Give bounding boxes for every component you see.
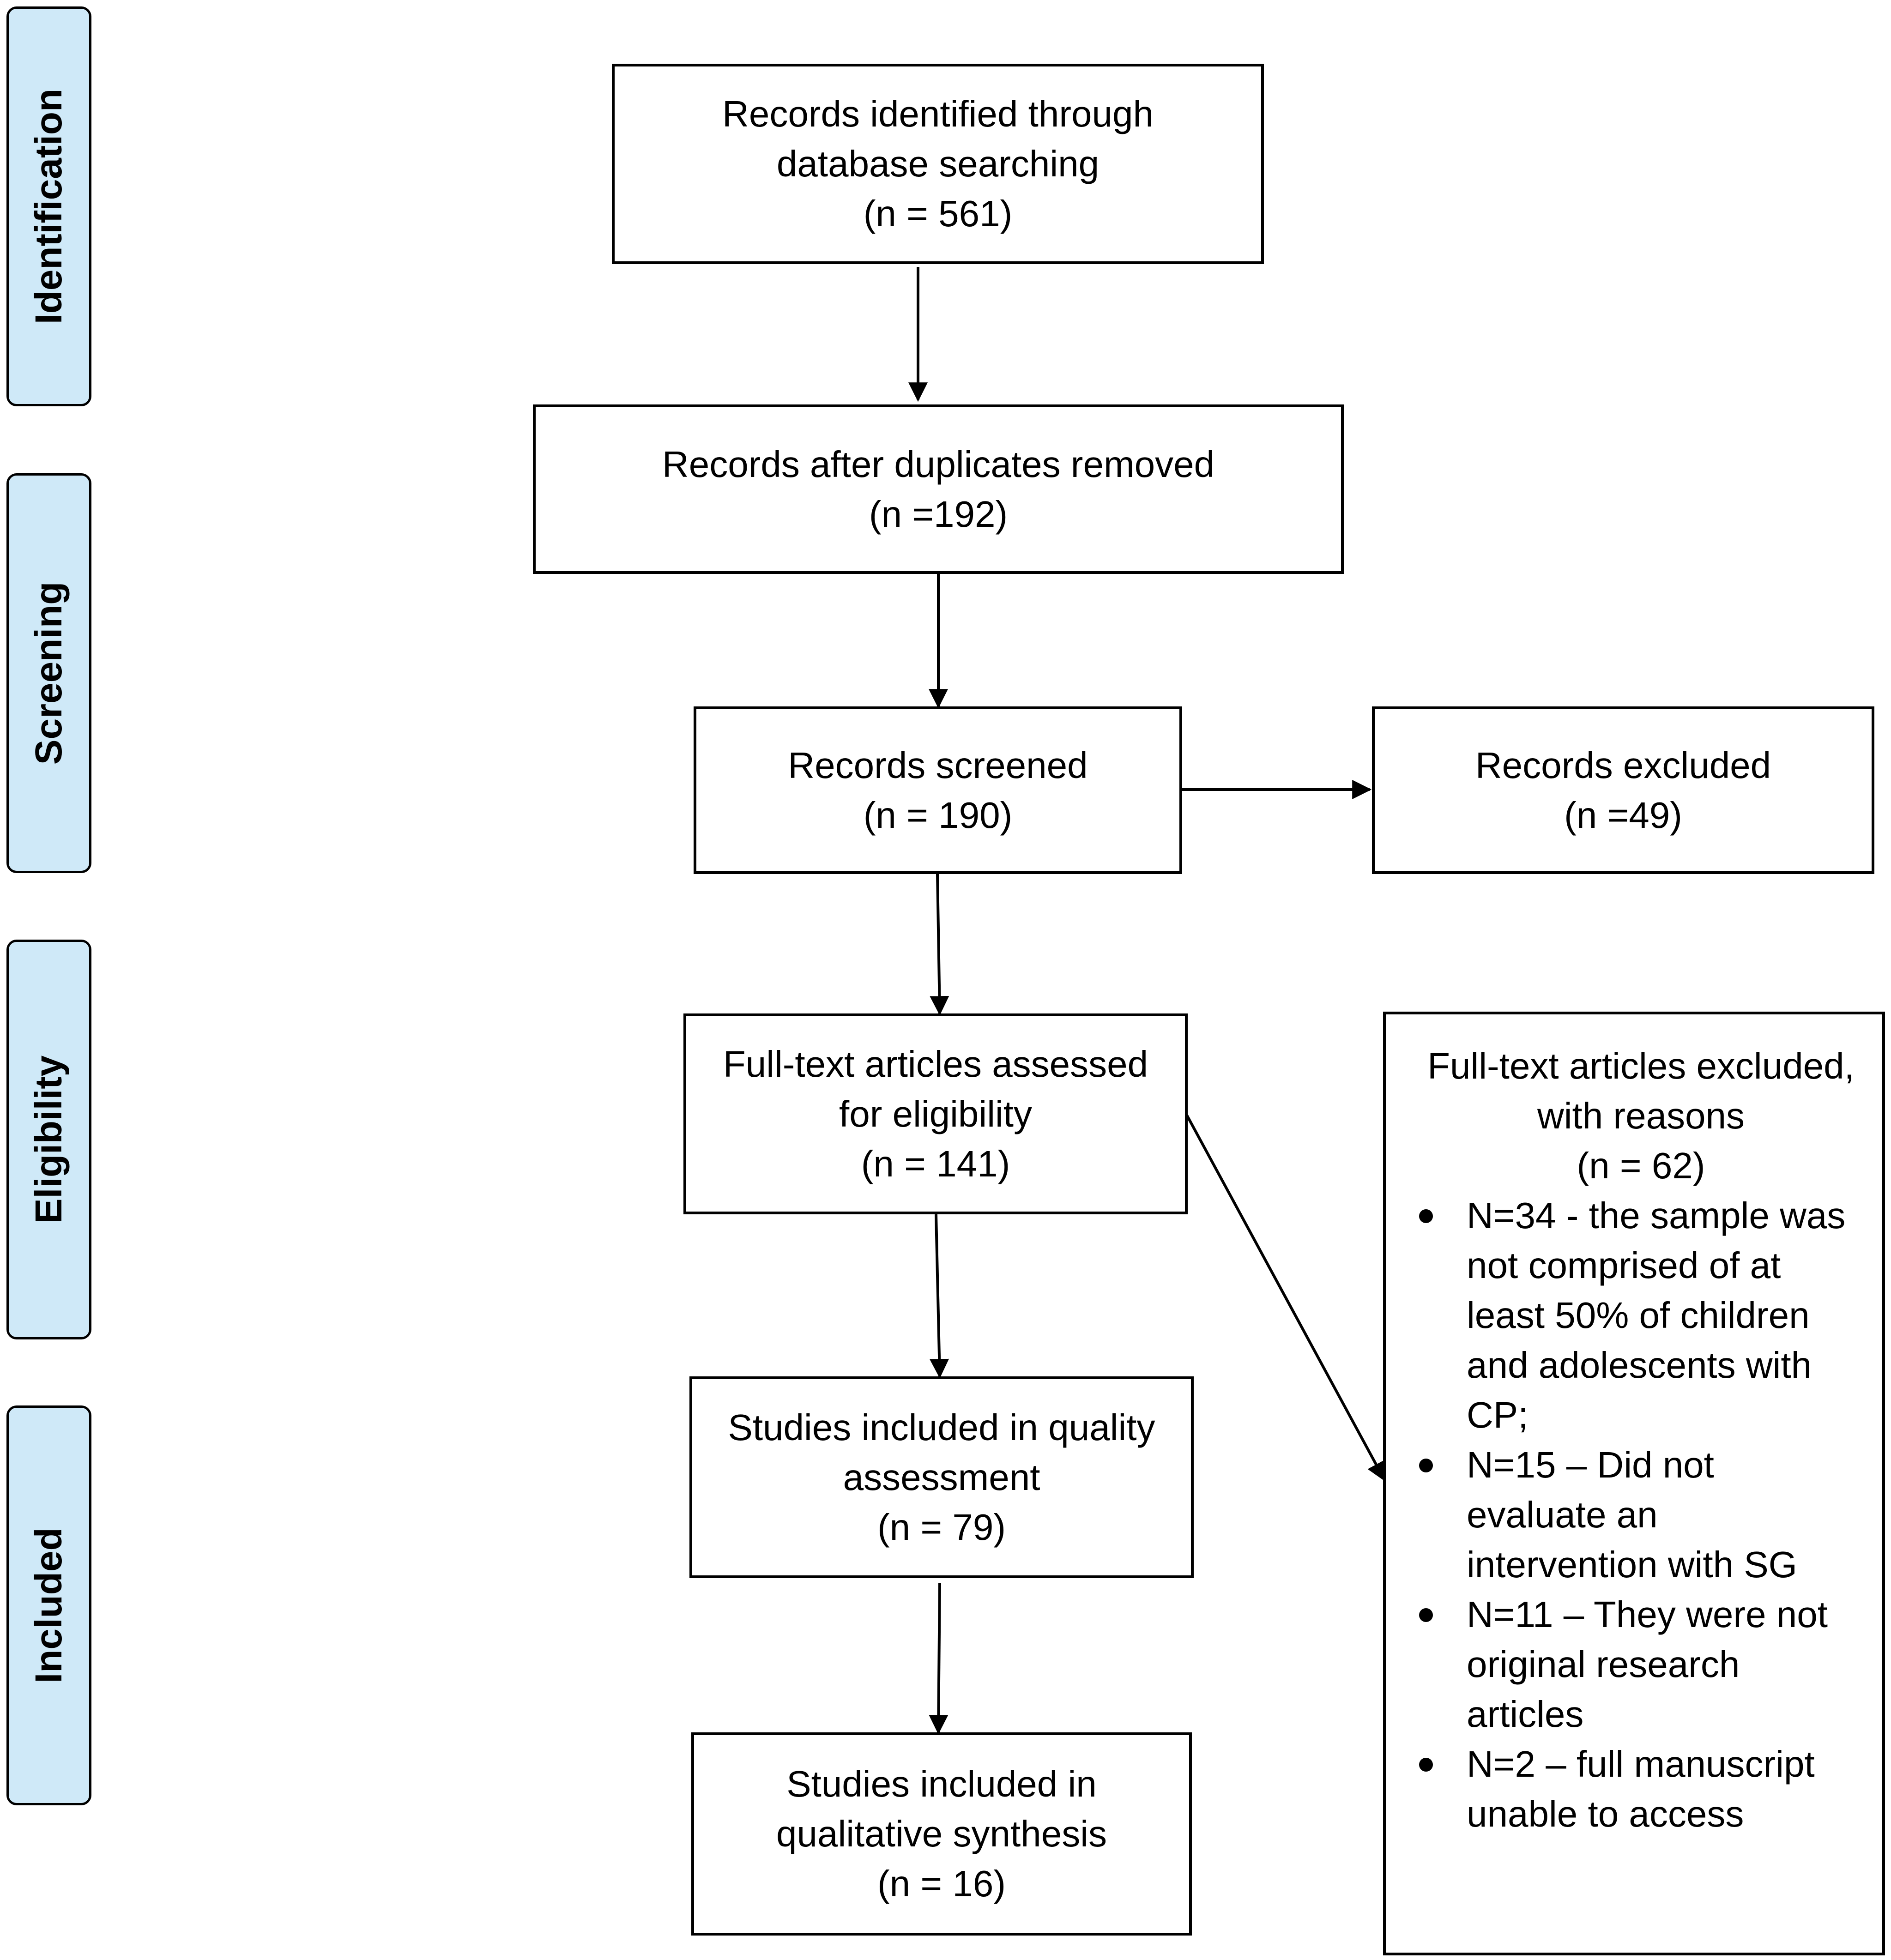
reason-line: unable to access (1467, 1793, 1744, 1834)
stage-label: Eligibility (28, 1055, 70, 1224)
box-records-screened: Records screened (n = 190) (694, 706, 1182, 874)
reason-line: original research (1467, 1644, 1740, 1685)
box-full-text-assessed: Full-text articles assessed for eligibil… (683, 1013, 1188, 1214)
reason-line: and adolescents with (1467, 1345, 1812, 1386)
record-count: (n = 561) (863, 193, 1013, 234)
stage-identification: Identification (6, 6, 91, 406)
exclusion-reason: N=11 – They were not original research a… (1409, 1590, 1873, 1739)
record-count: (n = 62) (1577, 1145, 1705, 1186)
reason-line: not comprised of at (1467, 1245, 1781, 1286)
record-count: (n = 190) (863, 794, 1013, 836)
box-line: Records after duplicates removed (662, 443, 1215, 485)
exclusion-reason: N=34 - the sample was not comprised of a… (1409, 1191, 1873, 1440)
box-line: Records screened (788, 744, 1088, 786)
record-count: (n =49) (1564, 794, 1682, 836)
reason-line: N=15 – Did not (1467, 1444, 1714, 1485)
record-count: (n = 16) (877, 1863, 1006, 1904)
reason-line: least 50% of children (1467, 1295, 1810, 1336)
box-line: for eligibility (839, 1093, 1032, 1134)
stage-label: Screening (28, 581, 70, 765)
box-line: Records identified through (722, 93, 1154, 134)
box-line: Studies included in (786, 1763, 1097, 1804)
stage-label: Identification (28, 88, 70, 325)
stage-included: Included (6, 1405, 91, 1805)
reason-line: intervention with SG (1467, 1544, 1797, 1585)
box-records-after-duplicates: Records after duplicates removed (n =192… (533, 404, 1344, 574)
reason-line: N=11 – They were not (1467, 1594, 1828, 1635)
box-full-text-excluded: Full-text articles excluded, with reason… (1383, 1012, 1885, 1955)
record-count: (n = 79) (877, 1506, 1006, 1548)
box-line: Studies included in quality (728, 1406, 1155, 1448)
exclusion-reasons-list: N=34 - the sample was not comprised of a… (1409, 1191, 1873, 1839)
stage-label: Included (28, 1527, 70, 1683)
stage-eligibility: Eligibility (6, 940, 91, 1339)
reason-line: N=2 – full manuscript (1467, 1743, 1815, 1785)
box-records-excluded: Records excluded (n =49) (1372, 706, 1874, 874)
bullet-icon (1419, 1608, 1433, 1622)
reason-line: evaluate an (1467, 1494, 1658, 1535)
exclusion-heading: Full-text articles excluded, with reason… (1409, 1041, 1873, 1191)
reason-line: N=34 - the sample was (1467, 1195, 1846, 1236)
heading-line: with reasons (1537, 1095, 1745, 1136)
box-line: Records excluded (1475, 744, 1771, 786)
box-quality-assessment: Studies included in quality assessment (… (689, 1376, 1194, 1578)
bullet-icon (1419, 1209, 1433, 1223)
box-line: Full-text articles assessed (723, 1043, 1148, 1085)
exclusion-reason: N=15 – Did not evaluate an intervention … (1409, 1440, 1873, 1590)
record-count: (n =192) (869, 493, 1008, 535)
record-count: (n = 141) (861, 1143, 1010, 1184)
arrow-assessed-to-quality (930, 1214, 949, 1379)
heading-line: Full-text articles excluded, (1427, 1045, 1855, 1086)
arrow-quality-to-synthesis (929, 1582, 949, 1735)
reason-line: CP; (1467, 1394, 1529, 1435)
box-line: qualitative synthesis (776, 1813, 1107, 1854)
reason-line: articles (1467, 1694, 1584, 1735)
bullet-icon (1419, 1459, 1433, 1472)
box-line: database searching (776, 143, 1100, 184)
stage-screening: Screening (6, 473, 91, 873)
box-line: assessment (843, 1456, 1040, 1498)
box-records-identified: Records identified through database sear… (612, 64, 1264, 264)
exclusion-reason: N=2 – full manuscript unable to access (1409, 1739, 1873, 1839)
arrow-assessed-to-full-text-excluded (1185, 1114, 1386, 1482)
arrow-screened-to-assessed (930, 874, 949, 1016)
box-qualitative-synthesis: Studies included in qualitative synthesi… (691, 1732, 1192, 1936)
bullet-icon (1419, 1758, 1433, 1772)
